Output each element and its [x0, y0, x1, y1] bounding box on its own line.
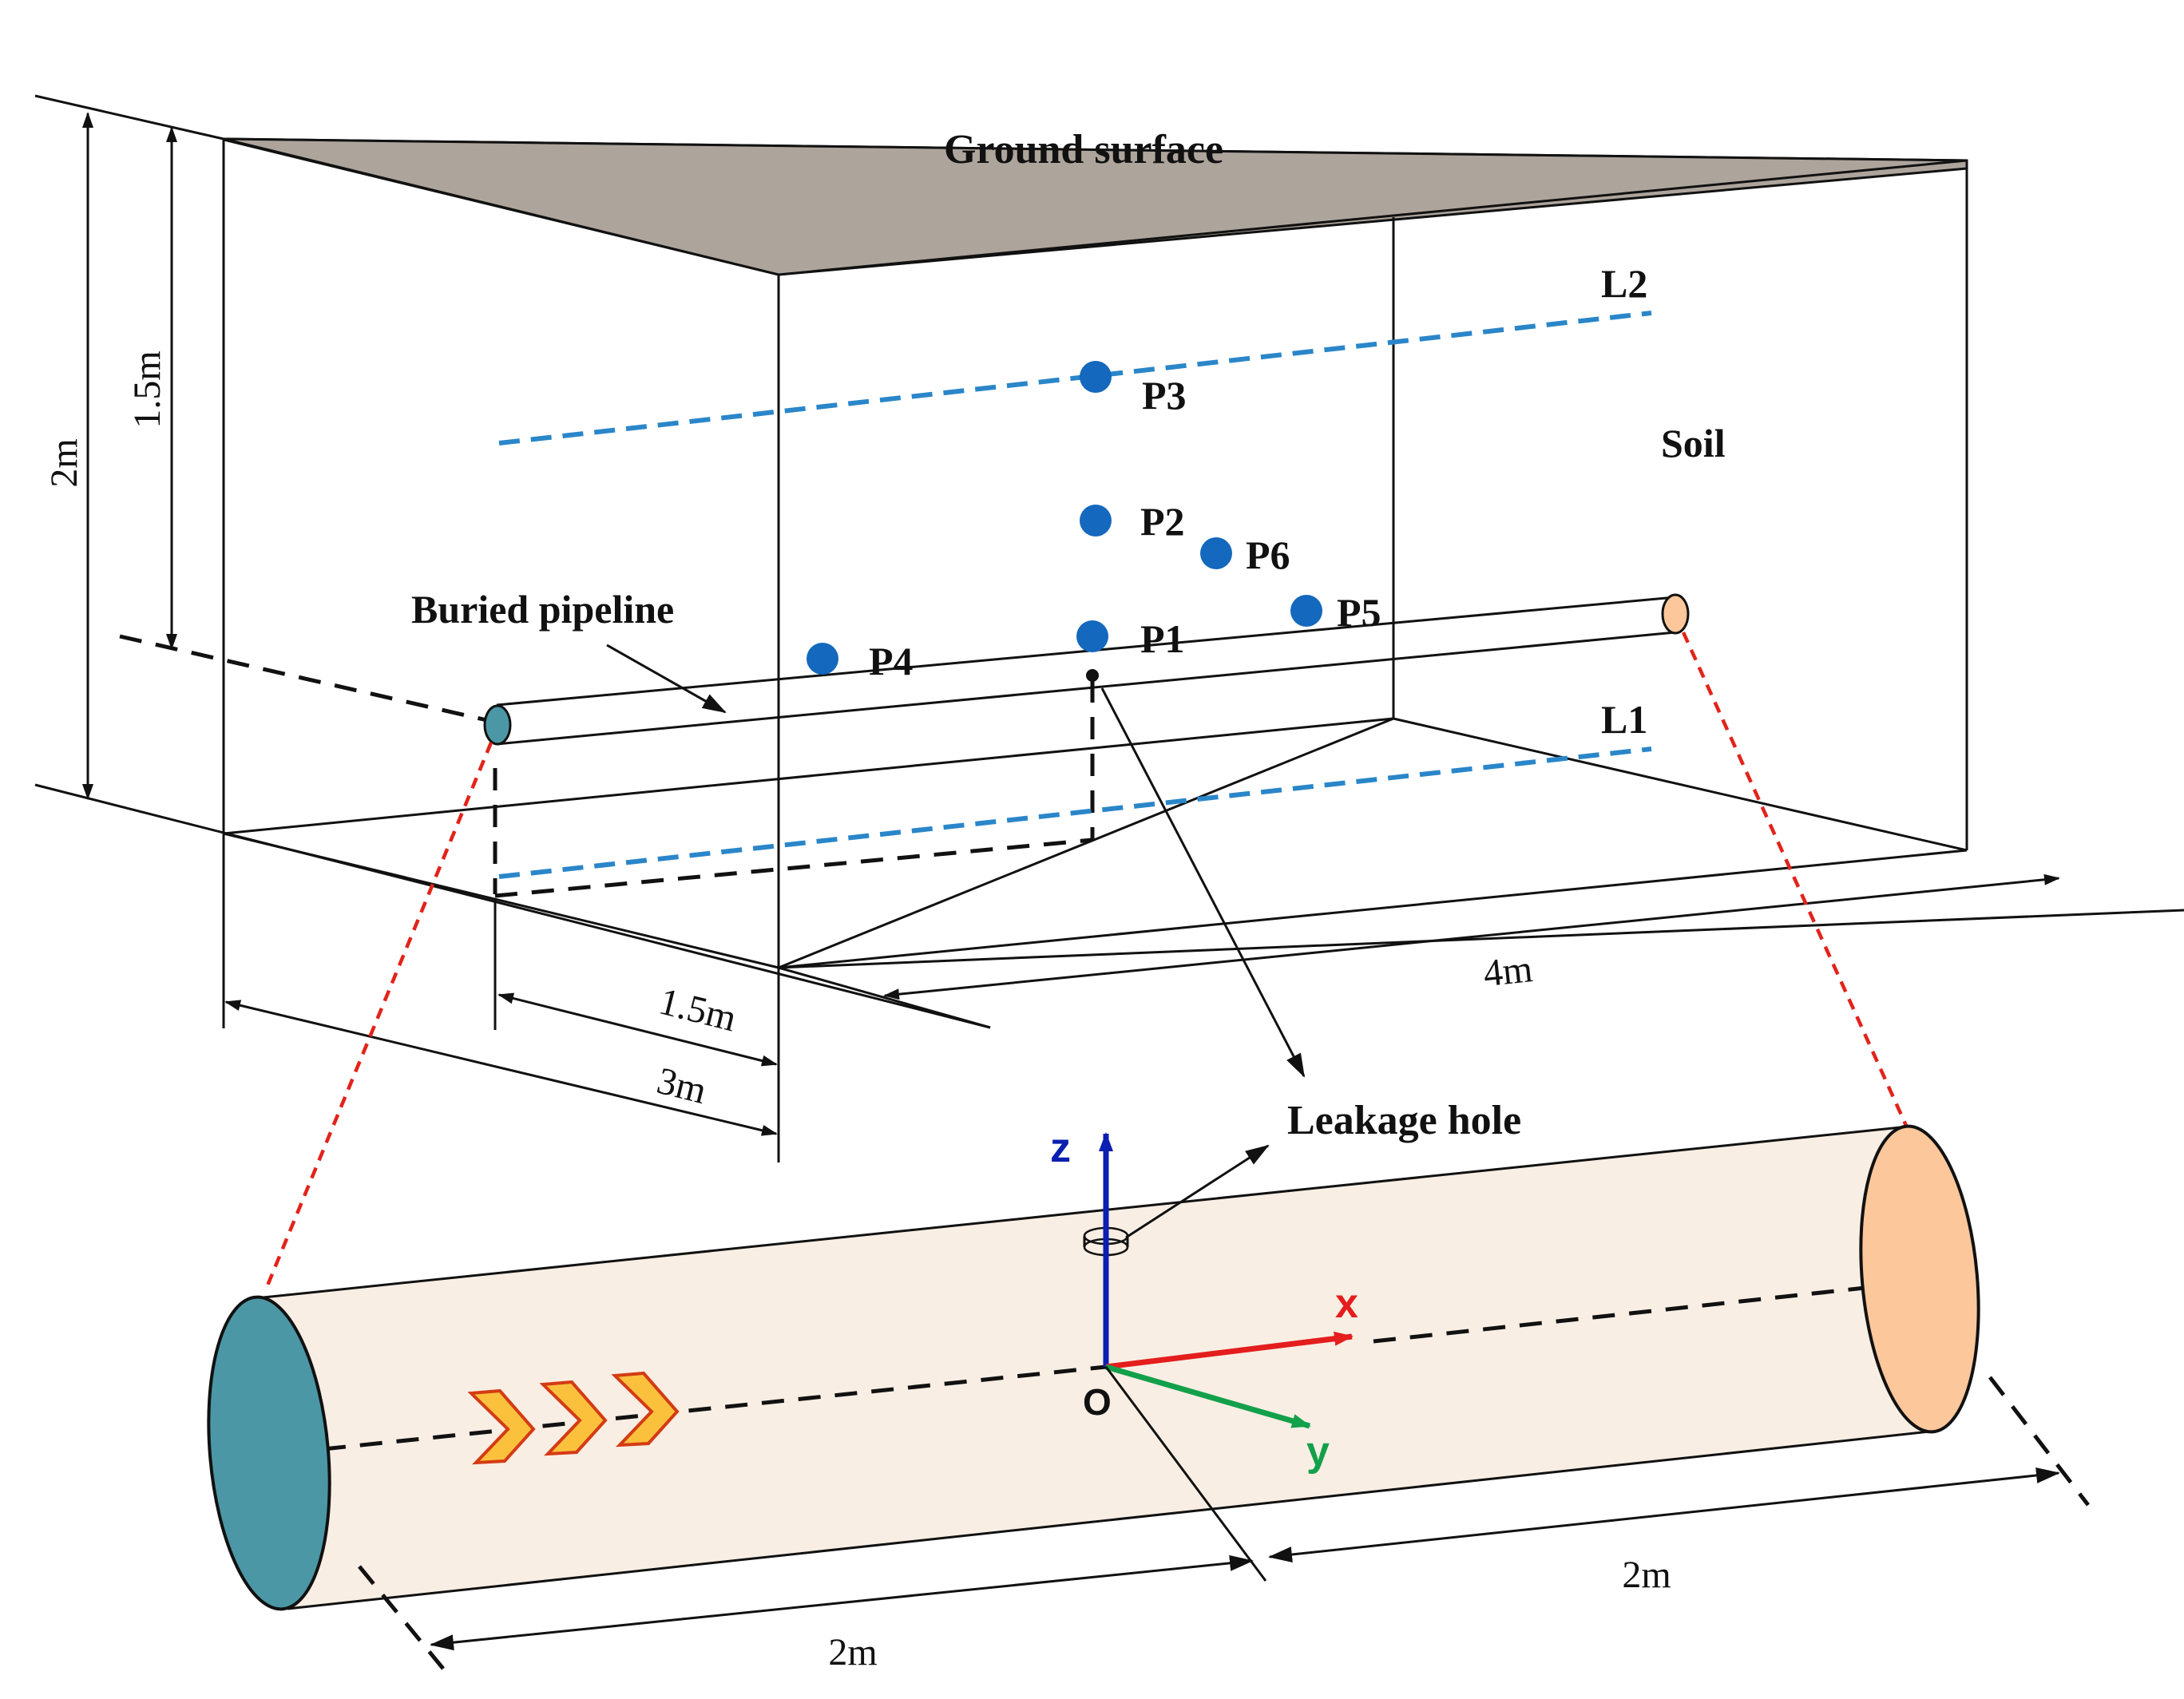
soil-label: Soil: [1661, 421, 1726, 465]
leakage-pointer-top: [1100, 687, 1306, 1078]
zoom-line-left: [265, 742, 493, 1286]
axis-y: [1105, 1364, 1311, 1429]
monitor-line-l1: [498, 747, 1652, 879]
monitoring-points: P3 P2 P6 P5 P1 P4: [807, 361, 1381, 683]
buried-pipeline-pointer: [606, 644, 727, 714]
buried-pipeline-label: Buried pipeline: [411, 587, 674, 632]
pipe-inlet: [207, 1295, 331, 1611]
pipe-inlet-small: [483, 704, 512, 746]
zoom-lines: [265, 632, 1909, 1286]
dim-pipe-left: 2m: [828, 1631, 877, 1673]
origin-label: O: [1083, 1381, 1112, 1423]
point-p6: [1200, 537, 1232, 569]
pipe-outlet: [1859, 1124, 1980, 1434]
projection-lines: [119, 634, 1095, 898]
axis-z-label: z: [1050, 1125, 1071, 1171]
label-l1: L1: [1601, 697, 1647, 742]
dim-height-total: 2m: [43, 438, 85, 487]
axis-y-label: y: [1306, 1428, 1330, 1475]
monitoring-lines: L2 L1: [498, 261, 1652, 879]
flow-chevron-3: [611, 1371, 680, 1448]
point-p5: [1290, 595, 1322, 627]
dim-depth: 1.5m: [126, 350, 168, 428]
coordinate-axes: z x y O: [1050, 1125, 1358, 1475]
point-p2: [1080, 505, 1112, 537]
dim-length: 4m: [1481, 948, 1535, 995]
pipe-outlet-small: [1661, 593, 1690, 635]
leakage-pointer: [1125, 1144, 1270, 1239]
point-p4: [807, 643, 838, 675]
label-p1: P1: [1140, 616, 1185, 661]
flow-direction-arrows: [467, 1371, 680, 1465]
label-l2: L2: [1601, 261, 1647, 306]
buried-pipeline-small: [483, 593, 1690, 746]
point-p3: [1080, 361, 1112, 393]
label-p6: P6: [1246, 533, 1290, 577]
axis-x: [1105, 1331, 1354, 1370]
monitor-line-l2: [498, 311, 1652, 446]
label-p2: P2: [1140, 499, 1185, 544]
dim-width-total: 3m: [653, 1059, 711, 1112]
flow-chevron-2: [539, 1380, 608, 1456]
zoom-line-right: [1681, 632, 1909, 1128]
label-p5: P5: [1337, 590, 1381, 635]
dimension-lines: 2m 1.5m 1.5m 3m 4m: [43, 112, 2060, 1136]
label-p3: P3: [1142, 373, 1187, 418]
flow-chevron-1: [467, 1388, 536, 1465]
point-p1: [1076, 620, 1108, 652]
dim-pipe-right: 2m: [1622, 1554, 1671, 1596]
soil-box: [34, 94, 2184, 1162]
label-p4: P4: [869, 639, 914, 683]
leakage-point-small: [1086, 669, 1099, 682]
dim-width-half: 1.5m: [655, 980, 740, 1040]
detail-pipe: Leakage hole z x y O 2m 2m: [207, 1098, 2090, 1673]
leakage-hole-label: Leakage hole: [1287, 1098, 1521, 1143]
ground-surface-label: Ground surface: [944, 127, 1223, 172]
axis-x-label: x: [1335, 1281, 1358, 1327]
